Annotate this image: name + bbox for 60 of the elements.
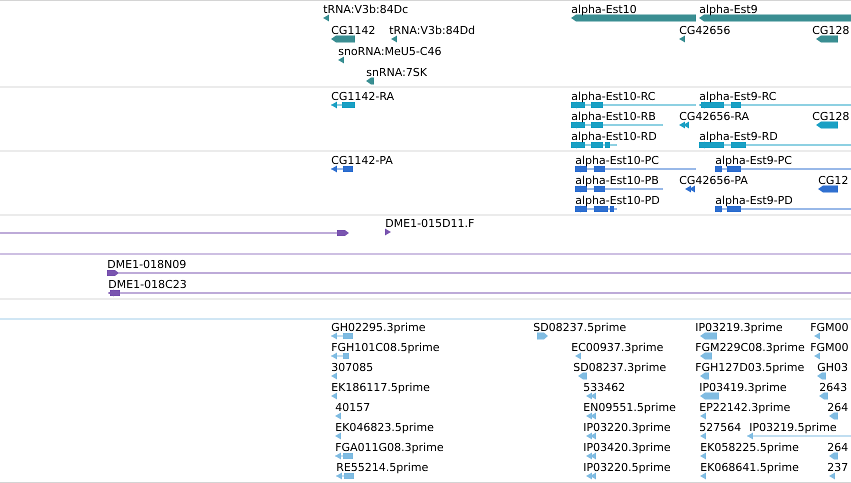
feature-label: EK186117.5prime — [332, 382, 430, 394]
feature-label: 533462 — [584, 382, 624, 392]
feature-label: FGH127D03.5prime — [696, 362, 804, 374]
feature-label: SD08237.3prime — [574, 362, 666, 374]
feature-label: SD08237.5prime — [534, 322, 626, 334]
feature-label: IP03420.3prime — [584, 442, 670, 454]
feature-label: CG42656-PA — [680, 176, 748, 184]
feature-label: FGA011G08.3prime — [336, 442, 444, 454]
feature-label: DME1-018N09 — [108, 260, 186, 268]
feature-label: alpha-Est10-RB — [572, 112, 656, 122]
feature-label: CG1142-PA — [332, 156, 393, 164]
feature-label: alpha-Est10-PD — [576, 196, 660, 206]
feature-label: FGH101C08.5prime — [332, 342, 439, 354]
feature-label: 40157 — [336, 402, 370, 412]
feature-label: alpha-Est9 — [700, 4, 757, 16]
feature-label: CG42656-RA — [680, 112, 749, 120]
feature-label: EK068641.5prime — [701, 462, 798, 474]
feature-label: FGM229C08.3prime — [696, 342, 804, 354]
feature-label: EN09551.5prime — [584, 402, 676, 414]
feature-label: DME1-018C23 — [109, 280, 186, 288]
feature-label: GH02295.3prime — [332, 322, 425, 334]
feature-label: IP03220.3prime — [584, 422, 670, 434]
feature-label: 527564 — [700, 422, 741, 432]
feature-label: alpha-Est9-RD — [700, 132, 778, 142]
feature-label: EK058225.5prime — [701, 442, 798, 454]
feature-label: 237 — [828, 462, 848, 472]
feature-label: IP03219.5prime — [750, 422, 836, 434]
feature-label: 307085 — [332, 362, 372, 372]
feature-label: snoRNA:MeU5-C46 — [338, 46, 441, 56]
feature-label: 264 — [828, 402, 848, 412]
feature-label: alpha-Est9-PD — [716, 196, 792, 206]
feature-label: alpha-Est10-RC — [572, 92, 655, 102]
feature-label: CG12 — [818, 176, 848, 184]
feature-label: DME1-015D11.F — [386, 218, 474, 228]
feature-label: EC00937.3prime — [572, 342, 663, 354]
feature-label: CG1142-RA — [332, 92, 394, 100]
feature-label: alpha-Est10 — [572, 4, 636, 16]
feature-label: GH03 — [818, 362, 848, 372]
feature-label: EK046823.5prime — [336, 422, 434, 434]
feature-label: alpha-Est9-PC — [716, 156, 792, 166]
feature-label: IP03220.5prime — [584, 462, 670, 474]
feature-label: alpha-Est10-PB — [576, 176, 658, 186]
feature-label: CG42656 — [680, 26, 730, 34]
feature-label: snRNA:7SK — [366, 68, 428, 76]
feature-label: alpha-Est9-RC — [700, 92, 776, 102]
feature-label: 2643 — [820, 382, 846, 392]
feature-label: 264 — [828, 442, 848, 452]
feature-label: IP03419.3prime — [700, 382, 786, 394]
feature-label: CG128 — [812, 26, 849, 34]
feature-label: IP03219.3prime — [696, 322, 782, 334]
feature-label: alpha-Est10-PC — [576, 156, 658, 166]
feature-label: tRNA:V3b:84Dd — [390, 26, 474, 34]
feature-label: CG128 — [812, 112, 849, 120]
feature-label: CG1142 — [332, 26, 374, 34]
feature-label: RE55214.5prime — [337, 462, 428, 474]
feature-label: FGM00 — [811, 342, 848, 352]
feature-label: tRNA:V3b:84Dc — [324, 4, 408, 14]
feature-label: EP22142.3prime — [700, 402, 790, 414]
feature-label: alpha-Est10-RD — [572, 132, 656, 142]
feature-label: FGM00 — [811, 322, 848, 332]
